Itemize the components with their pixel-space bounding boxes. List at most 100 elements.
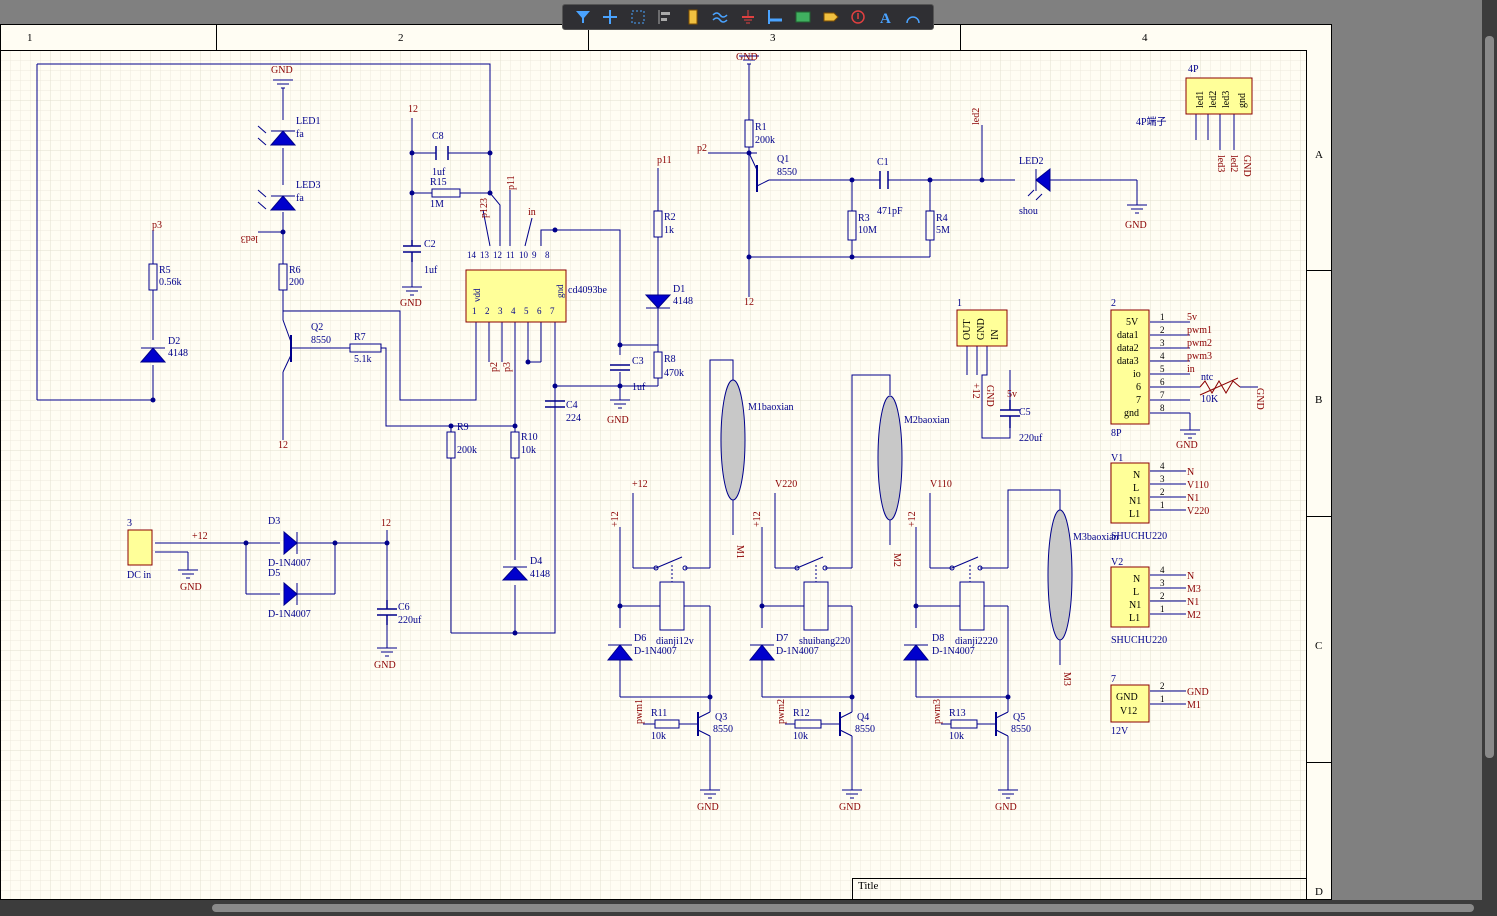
place-part-tool[interactable] (682, 6, 704, 28)
voltage-regulator (956, 309, 1008, 347)
components[interactable] (127, 77, 1253, 723)
vertical-scrollbar[interactable] (1482, 0, 1497, 916)
net-p123: p123 (479, 198, 490, 218)
net-m2: M2 (891, 553, 902, 567)
net-p12-dc: +12 (192, 531, 208, 542)
svg-text:2: 2 (485, 306, 490, 316)
quick-toolbar: A (562, 4, 934, 30)
net-labels: GND GND GND GND GND GND GND GND GND GND … (152, 52, 1265, 813)
zone-col-3: 3 (770, 32, 776, 44)
net-p2-ic: p2 (489, 362, 500, 372)
net-gnd-11: GND (1176, 440, 1198, 451)
svg-text:2: 2 (1160, 591, 1165, 601)
net-12-2: 12 (278, 440, 288, 451)
diode-d5 (283, 581, 298, 607)
net-12-1: 12 (408, 104, 418, 115)
value-c3: 1uf (632, 382, 646, 393)
value-d7: D-1N4007 (776, 646, 819, 657)
place-cross-tool[interactable] (599, 6, 621, 28)
filter-tool[interactable] (572, 6, 594, 28)
net-v110: V110 (930, 479, 952, 490)
net-pwm3-r13: pwm3 (932, 699, 943, 724)
vertical-scroll-thumb[interactable] (1485, 36, 1494, 758)
svg-text:GND: GND (976, 318, 987, 340)
net-led2: led2 (971, 108, 982, 125)
zone-col-1: 1 (27, 32, 33, 44)
place-directive-tool[interactable] (847, 6, 869, 28)
svg-text:10: 10 (519, 250, 529, 260)
zone-col-2: 2 (398, 32, 404, 44)
net-in: in (528, 207, 536, 218)
capacitor-c8 (435, 146, 449, 160)
ic-name: cd4093be (568, 285, 607, 296)
horizontal-scrollbar[interactable] (0, 900, 1482, 916)
value-r15: 1M (430, 199, 444, 210)
transistors[interactable] (282, 152, 1009, 737)
svg-text:8: 8 (545, 250, 550, 260)
value-c5: 220uf (1019, 433, 1043, 444)
svg-text:9: 9 (532, 250, 537, 260)
net-p11: p11 (657, 155, 672, 166)
v2-ref: V2 (1111, 557, 1123, 568)
net-gnd-7: GND (374, 660, 396, 671)
svg-text:1: 1 (1160, 500, 1165, 510)
connector-dc-in (127, 529, 153, 566)
value-r8: 470k (664, 368, 684, 379)
net-pwm1-r11: pwm1 (634, 699, 645, 724)
net-gnd-2: GND (736, 52, 758, 63)
diodes[interactable] (139, 130, 1051, 661)
resistor-r5 (148, 263, 158, 291)
resistor-r11 (654, 719, 680, 729)
place-harness-tool[interactable] (792, 6, 814, 28)
label-c6: C6 (398, 602, 410, 613)
svg-text:5: 5 (1160, 364, 1165, 374)
fuses[interactable] (720, 379, 1073, 641)
value-d3: D-1N4007 (268, 558, 311, 569)
svg-text:N: N (1133, 574, 1140, 585)
align-tool[interactable] (654, 6, 676, 28)
transistor-q2 (282, 319, 292, 373)
place-power-tool[interactable] (737, 6, 759, 28)
v1-net-v220: V220 (1187, 506, 1209, 517)
place-port-tool[interactable] (820, 6, 842, 28)
wires[interactable] (36, 63, 1258, 790)
select-area-tool[interactable] (627, 6, 649, 28)
label-q4: Q4 (857, 712, 869, 723)
net-gnd-1: GND (271, 65, 293, 76)
value-c1: 471pF (877, 206, 903, 217)
diode-d2 (139, 347, 167, 363)
label-led2: LED2 (1019, 156, 1043, 167)
svg-text:3: 3 (1160, 338, 1165, 348)
net-pwm3: pwm3 (1187, 351, 1212, 362)
svg-text:L: L (1133, 483, 1139, 494)
place-bus-tool[interactable] (764, 6, 786, 28)
conn8p-name: 8P (1111, 428, 1122, 439)
schematic-sheet[interactable]: 1 2 3 4 A B C D Title (0, 0, 1482, 901)
arc-icon (906, 16, 920, 24)
relays[interactable] (653, 556, 996, 631)
svg-text:OUT: OUT (962, 319, 973, 340)
place-text-tool[interactable]: A (875, 6, 897, 28)
resistor-r1 (744, 119, 754, 148)
value-c6: 220uf (398, 615, 422, 626)
connector-v1 (1110, 462, 1150, 524)
value-r9: 200k (457, 445, 477, 456)
value-r1: 200k (755, 135, 775, 146)
value-led2: shou (1019, 206, 1038, 217)
label-d6: D6 (634, 633, 646, 644)
dashed-rect-icon (631, 10, 645, 24)
horizontal-scroll-thumb[interactable] (212, 904, 1474, 912)
diode-d8 (902, 644, 930, 661)
net-gnd-4: GND (607, 415, 629, 426)
resistors[interactable] (148, 119, 1241, 729)
led-led1 (269, 130, 297, 146)
capacitors[interactable] (377, 146, 1020, 625)
place-arc-tool[interactable] (902, 6, 924, 28)
dc-in-ref: 3 (127, 518, 132, 529)
label-r10: R10 (521, 432, 538, 443)
label-r4: R4 (936, 213, 948, 224)
place-wire-tool[interactable] (709, 6, 731, 28)
label-r2: R2 (664, 212, 676, 223)
value-c2: 1uf (424, 265, 438, 276)
